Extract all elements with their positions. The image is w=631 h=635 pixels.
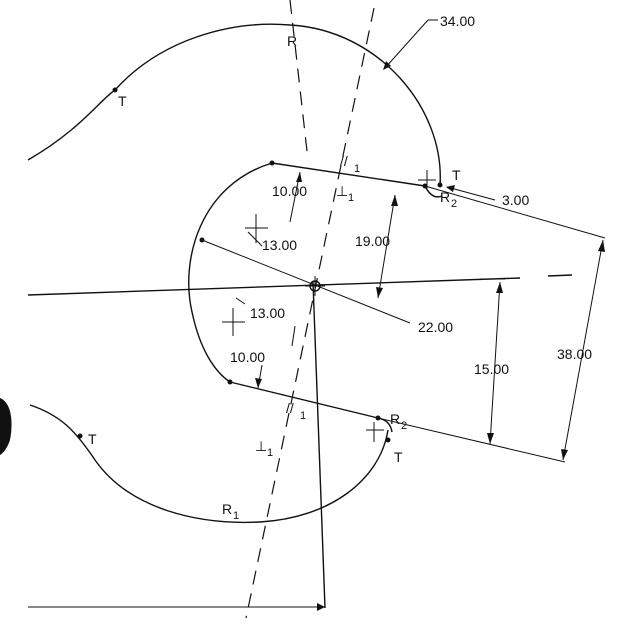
dim-3-leader: [446, 186, 496, 201]
dim-34-arrow: [383, 61, 391, 70]
outer-arc-top: [27, 23, 441, 186]
tangent-label-top-right: T: [452, 167, 461, 183]
dim-13-top-label: 13.00: [262, 237, 297, 253]
dim-38-arrow-bottom: [561, 449, 568, 460]
dim-3-arrow: [446, 185, 455, 192]
dim-10-bottom-label: 10.00: [230, 349, 265, 365]
dim-10-bottom-arrow: [255, 378, 262, 388]
dim-38-label: 38.00: [557, 346, 592, 362]
perp-bottom-label: ⊥: [255, 438, 267, 454]
dim-38-line: [562, 239, 604, 461]
perp-top-subscript: 1: [348, 192, 354, 204]
radius-r1-subscript: 1: [233, 510, 239, 522]
radius-label-top: R: [287, 33, 297, 49]
inner-arc: [188, 162, 273, 383]
dim-15-arrow-bottom: [487, 433, 494, 444]
dim-10-top-arrow: [296, 172, 302, 182]
outer-arc-bottom: [29, 404, 389, 524]
tangent-label-top-left: T: [118, 93, 127, 109]
dim-19-arrow-bottom: [376, 287, 383, 298]
radius-r2-bottom-subscript: 2: [401, 420, 407, 432]
dim-34-label: 34.00: [440, 13, 475, 29]
dim-13-bottom-leader: [235, 297, 246, 305]
radius-r1-label: R: [222, 501, 232, 517]
tangent-label-bottom-left: T: [88, 431, 97, 447]
slot-line-top: [271, 162, 426, 187]
horizontal-centerline-ext: [547, 274, 573, 277]
radius-r2-bottom-label: R: [390, 411, 400, 427]
dim-22-label: 22.00: [418, 319, 453, 335]
tangent-label-bottom-right: T: [394, 449, 403, 465]
dim-19-line: [377, 194, 396, 299]
endpoint-tangent-bottom-right: [385, 437, 391, 443]
dim-13-bottom-label: 13.00: [250, 305, 285, 321]
dim-15-line: [489, 281, 501, 445]
dim-13-top-leader: [247, 231, 263, 247]
dim-3-label: 3.00: [502, 192, 529, 208]
dim-38-arrow-top: [598, 240, 605, 252]
dim-15-arrow-top: [496, 282, 503, 293]
parallel-top-label: //: [340, 153, 348, 169]
parallel-top-subscript: 1: [354, 163, 360, 175]
dim-13-bottom-tick: [291, 325, 296, 347]
horizontal-centerline: [27, 277, 521, 296]
perp-bottom-subscript: 1: [267, 447, 273, 459]
radius-r2-top-subscript: 2: [451, 198, 457, 210]
dim-34-leader: [384, 19, 429, 69]
parallel-bottom-label: //: [286, 400, 294, 416]
dim-38-ext-top: [424, 185, 606, 239]
endpoint-tangent-top-right: [437, 182, 443, 188]
dim-19-arrow-top: [391, 195, 398, 206]
dim-19-label: 19.00: [355, 233, 390, 249]
left-edge-artifact: [0, 398, 12, 455]
vertical-construction-line: [312, 281, 326, 609]
radius-22-point: [199, 237, 205, 243]
dim-15-label: 15.00: [474, 361, 509, 377]
dim-10-top-label: 10.00: [272, 183, 307, 199]
slot-line-bottom: [229, 381, 379, 419]
parallel-bottom-subscript: 1: [300, 410, 306, 422]
dashed-centerline-main: [245, 7, 375, 619]
endpoint-slot-bottom-right: [375, 415, 381, 421]
dashed-centerline-top: [289, 0, 309, 161]
radius-22-leader: [201, 239, 411, 324]
radius-r2-top-label: R: [440, 189, 450, 205]
dim-38-ext-bottom: [377, 417, 566, 463]
baseline-arrow: [317, 603, 325, 611]
endpoint-tangent-top-left: [112, 87, 118, 93]
endpoint-slot-top-right: [422, 183, 428, 189]
perp-top-label: ⊥: [336, 183, 348, 199]
endpoint-tangent-bottom-left: [77, 433, 83, 439]
endpoint-slot-top-left: [269, 160, 275, 166]
endpoint-slot-bottom-left: [227, 379, 233, 385]
